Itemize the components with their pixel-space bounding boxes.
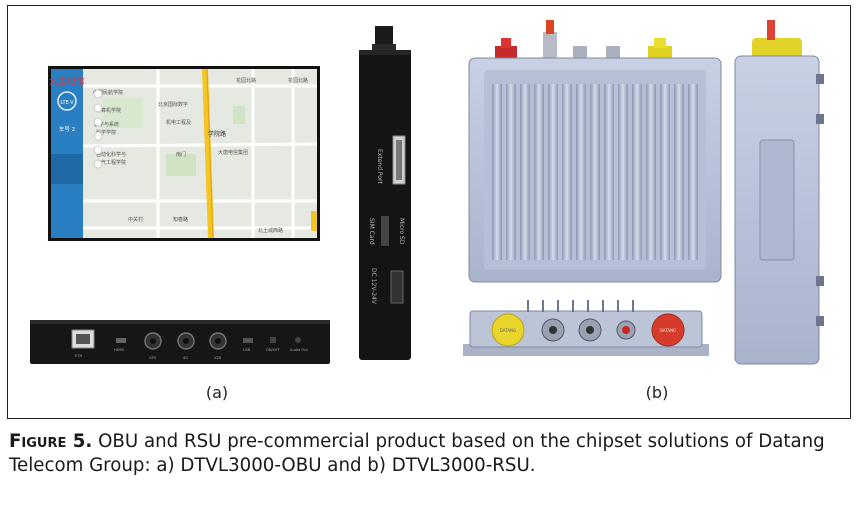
rsu-side-view xyxy=(734,20,824,365)
panel-b-label: (b) xyxy=(646,383,669,402)
figure-illustration: 大唐电信 LTE-V 车号 2 中国民航学院 计算机学院 教学与系统 科学学院 … xyxy=(30,20,824,402)
svg-text:4G: 4G xyxy=(183,356,188,360)
svg-text:南门: 南门 xyxy=(176,151,186,158)
svg-text:自动化科学与: 自动化科学与 xyxy=(96,151,126,158)
svg-text:大唐电信集团: 大唐电信集团 xyxy=(218,149,248,156)
svg-text:SIM Card: SIM Card xyxy=(368,218,375,245)
svg-text:DATANG: DATANG xyxy=(660,328,676,333)
obu-side-panel: Extend Port SIM Card Micro SD DC 12V-24V xyxy=(359,26,411,360)
svg-text:科学学院: 科学学院 xyxy=(96,129,116,136)
svg-text:LTE-V: LTE-V xyxy=(60,100,74,106)
svg-text:GPS: GPS xyxy=(149,356,157,360)
svg-text:电气工程学院: 电气工程学院 xyxy=(96,159,126,166)
svg-text:机电工程及: 机电工程及 xyxy=(166,119,191,126)
svg-text:知春路: 知春路 xyxy=(173,216,188,223)
caption-lead: Figure 5. xyxy=(9,431,93,452)
svg-text:V2X: V2X xyxy=(214,356,222,360)
svg-text:HDMI: HDMI xyxy=(114,348,124,352)
figure-frame: 大唐电信 LTE-V 车号 2 中国民航学院 计算机学院 教学与系统 科学学院 … xyxy=(7,5,851,419)
svg-text:北土城西路: 北土城西路 xyxy=(258,227,283,234)
svg-text:ON/OFF: ON/OFF xyxy=(266,348,280,352)
svg-text:中关村: 中关村 xyxy=(128,216,143,223)
svg-text:计算机学院: 计算机学院 xyxy=(96,107,121,114)
rsu-top-view xyxy=(468,20,722,283)
tablet-logo-text: 大唐电信 xyxy=(49,75,85,87)
svg-text:教学与系统: 教学与系统 xyxy=(94,121,119,128)
figure-caption: Figure 5. OBU and RSU pre-commercial pro… xyxy=(9,430,854,478)
tablet-sidebar xyxy=(51,69,83,238)
rsu-cap-label: DATANG xyxy=(500,328,516,333)
svg-text:USB: USB xyxy=(243,348,251,352)
svg-text:ETH: ETH xyxy=(75,354,82,358)
svg-text:北京国际数字: 北京国际数字 xyxy=(158,101,188,108)
caption-text: OBU and RSU pre-commercial product based… xyxy=(9,431,825,476)
rsu-front-view: DATANG DATANG xyxy=(463,300,709,356)
svg-text:Extend Port: Extend Port xyxy=(376,149,383,184)
svg-text:DC 12V-24V: DC 12V-24V xyxy=(370,268,377,305)
map-roads xyxy=(82,69,318,238)
svg-text:花园北路: 花园北路 xyxy=(236,77,256,84)
svg-text:Audio Out: Audio Out xyxy=(290,348,308,352)
obu-front-panel: ETH HDMI GPS 4G V2X USB ON/OFF Audio Out xyxy=(30,320,330,364)
svg-text:中国民航学院: 中国民航学院 xyxy=(93,89,123,96)
panel-a-label: (a) xyxy=(206,383,228,402)
svg-text:车号 2: 车号 2 xyxy=(59,125,75,133)
map-highway xyxy=(202,68,214,239)
obu-tablet: 大唐电信 LTE-V 车号 2 中国民航学院 计算机学院 教学与系统 科学学院 … xyxy=(48,66,320,241)
svg-text:Micro SD: Micro SD xyxy=(398,218,405,245)
svg-text:花园北路: 花园北路 xyxy=(288,77,308,84)
svg-text:学院路: 学院路 xyxy=(208,130,226,138)
rsu-heatsink-fins xyxy=(492,84,698,260)
